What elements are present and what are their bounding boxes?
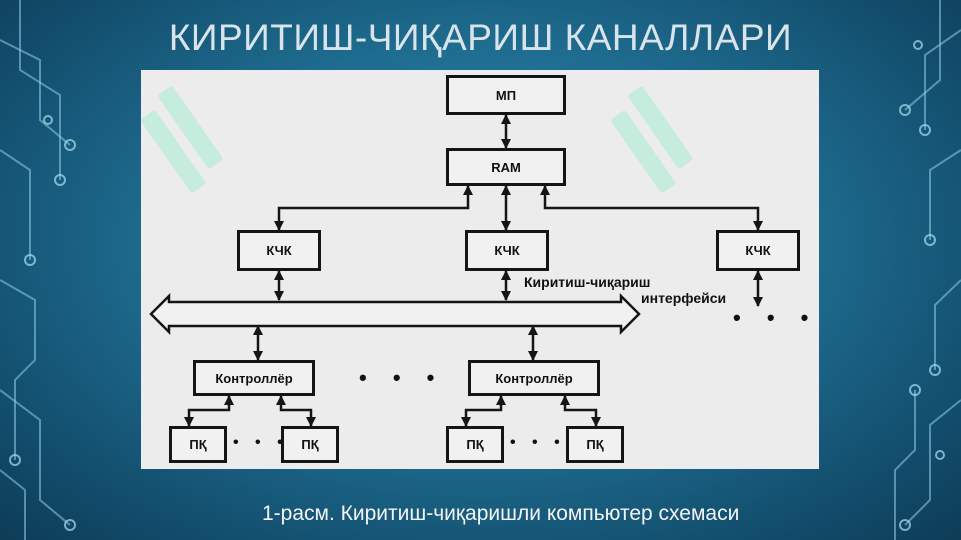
- pk-box-3: ПҚ: [446, 426, 504, 463]
- ellipsis-controllers: • • •: [359, 365, 445, 390]
- controller-box-right: Контроллёр: [468, 360, 600, 396]
- connector-controller-left-pk1: [184, 395, 234, 427]
- mp-box: МП: [446, 75, 566, 115]
- interface-bus-arrow: [149, 292, 641, 336]
- slide-title: КИРИТИШ-ЧИҚАРИШ КАНАЛЛАРИ: [168, 17, 793, 58]
- figure-caption: 1-расм. Киритиш-чиқаришли компьютер схем…: [262, 502, 740, 525]
- ellipsis-pk-left: • • •: [233, 434, 289, 451]
- pk-box-2: ПҚ: [281, 426, 339, 463]
- controller-box-left: Контроллёр: [193, 360, 315, 396]
- pk-box-4: ПҚ: [566, 426, 624, 463]
- ellipsis-right-kchk: • • •: [733, 305, 819, 330]
- interface-label-line1: Киритиш-чиқариш: [524, 274, 651, 290]
- ellipsis-pk-right: • • •: [510, 434, 566, 451]
- connector-controller-right-pk3: [461, 395, 506, 427]
- connector-ram-kchk-left: [274, 185, 473, 231]
- kchk-box-mid: КЧК: [465, 230, 549, 271]
- connector-controller-left-pk2: [276, 395, 316, 427]
- kchk-box-right: КЧК: [716, 230, 800, 271]
- ram-box: RAM: [446, 148, 566, 186]
- kchk-box-left: КЧК: [237, 230, 321, 271]
- connector-controller-right-pk4: [560, 395, 601, 427]
- connector-ram-kchk-right: [540, 185, 763, 231]
- interface-label-line2: интерфейси: [641, 290, 727, 306]
- diagram-connectors: [149, 114, 763, 427]
- pk-box-1: ПҚ: [169, 426, 227, 463]
- diagram-panel: МП RAM КЧК КЧК КЧК Киритиш-чиқариш интер…: [141, 70, 819, 469]
